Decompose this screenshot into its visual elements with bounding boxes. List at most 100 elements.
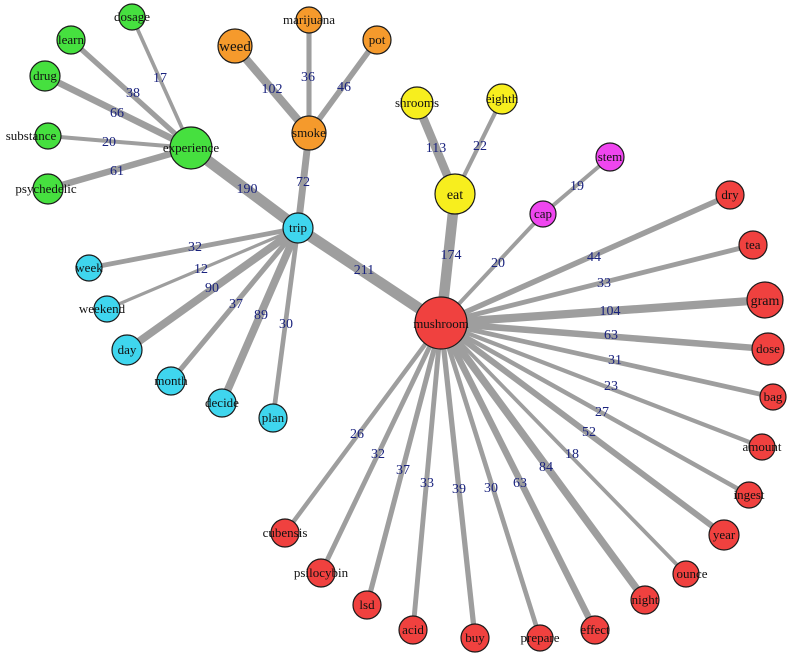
edge-smoke-pot	[306, 37, 380, 136]
edge-experience-dosage	[130, 15, 193, 150]
node-acid	[398, 615, 428, 645]
node-pot	[362, 25, 392, 55]
node-label-week: week	[75, 260, 103, 275]
edge-weight-label-mushroom-ounce: 18	[565, 447, 579, 462]
node-label-experience: experience	[163, 140, 220, 155]
node-weekend	[93, 295, 121, 323]
edge-weight-label-experience-psychedelic: 61	[110, 164, 124, 179]
edge-weight-label-mushroom-gram: 104	[600, 304, 621, 319]
node-label-lsd: lsd	[359, 597, 375, 612]
edge-mushroom-dry	[438, 192, 733, 326]
node-label-dry: dry	[721, 187, 739, 202]
node-ounce	[672, 560, 700, 588]
node-substance	[34, 122, 62, 150]
node-label-weekend: weekend	[79, 301, 126, 316]
edge-trip-day	[123, 224, 302, 354]
edge-weight-label-cap-stem: 19	[570, 179, 584, 194]
edge-experience-drug	[41, 72, 195, 152]
node-night	[630, 585, 660, 615]
node-cubensis	[270, 518, 300, 548]
node-label-year: year	[713, 527, 736, 542]
nodes-layer	[29, 3, 787, 653]
node-label-plan: plan	[262, 410, 285, 425]
edge-weight-label-mushroom-night: 84	[539, 460, 553, 475]
node-label-cap: cap	[534, 206, 552, 221]
node-label-dose: dose	[756, 341, 780, 356]
node-dose	[751, 332, 785, 366]
node-label-ingest: ingest	[733, 487, 764, 502]
edge-weight-label-mushroom-amount: 23	[604, 379, 618, 394]
edge-weight-label-mushroom-buy: 39	[452, 482, 466, 497]
edge-weight-label-experience-learn: 38	[126, 86, 140, 101]
edge-weight-label-trip-plan: 30	[279, 317, 293, 332]
node-label-buy: buy	[465, 630, 485, 645]
node-label-marijuana: marijuana	[283, 12, 335, 27]
edge-weight-label-eat-shrooms: 113	[426, 141, 446, 156]
node-label-eighth: eighth	[486, 91, 519, 106]
edge-mushroom-amount	[438, 320, 765, 450]
edge-weight-label-mushroom-eat: 174	[441, 248, 462, 263]
edge-weight-label-smoke-marijuana: 36	[301, 70, 315, 85]
edge-mushroom-gram	[436, 295, 770, 328]
node-trip	[282, 212, 314, 244]
node-mushroom	[414, 296, 468, 350]
node-effect	[580, 615, 610, 645]
edge-mushroom-psilocybin	[318, 320, 444, 576]
node-tea	[738, 230, 768, 260]
node-gram	[746, 281, 784, 319]
node-label-ounce: ounce	[676, 566, 707, 581]
node-stem	[595, 142, 625, 172]
node-label-psychedelic: psychedelic	[15, 181, 77, 196]
node-dosage	[118, 3, 146, 31]
node-label-month: month	[154, 373, 188, 388]
node-plan	[258, 403, 288, 433]
node-shrooms	[400, 86, 434, 120]
edge-weight-label-experience-dosage: 17	[153, 71, 167, 86]
edge-weight-label-mushroom-dose: 63	[604, 328, 618, 343]
node-label-smoke: smoke	[292, 125, 326, 140]
node-day	[111, 334, 143, 366]
edge-mushroom-ounce	[439, 321, 688, 576]
edge-weight-label-mushroom-lsd: 37	[396, 463, 410, 478]
edge-weight-label-mushroom-effect: 63	[513, 476, 527, 491]
node-label-bag: bag	[764, 389, 783, 404]
node-label-stem: stem	[598, 149, 623, 164]
edge-smoke-weed	[230, 41, 314, 138]
node-cap	[529, 200, 557, 228]
node-label-amount: amount	[743, 439, 782, 454]
edge-experience-psychedelic	[44, 144, 195, 193]
edge-weight-label-mushroom-trip: 211	[354, 263, 374, 278]
node-label-drug: drug	[33, 68, 57, 83]
node-label-effect: effect	[580, 622, 610, 637]
node-label-cubensis: cubensis	[263, 525, 308, 540]
node-labels-layer: mushroomtripexperiencesmokeeatcapstemdos…	[6, 9, 783, 645]
edge-mushroom-trip	[292, 222, 447, 329]
edge-mushroom-prepare	[438, 320, 543, 641]
edge-weight-label-experience-drug: 66	[110, 106, 124, 121]
node-amount	[748, 433, 776, 461]
edge-mushroom-tea	[438, 242, 756, 326]
edge-mushroom-lsd	[364, 320, 444, 608]
edge-trip-plan	[270, 225, 301, 421]
node-label-trip: trip	[289, 220, 307, 235]
edge-mushroom-buy	[438, 320, 478, 641]
edge-experience-substance	[46, 134, 193, 150]
edge-weight-label-mushroom-cap: 20	[491, 256, 505, 271]
edge-mushroom-year	[437, 319, 728, 539]
node-smoke	[291, 115, 327, 151]
edge-weight-label-trip-month: 37	[229, 297, 243, 312]
edge-weight-label-mushroom-acid: 33	[420, 476, 434, 491]
node-label-day: day	[118, 342, 137, 357]
edge-mushroom-night	[437, 319, 649, 604]
edge-weight-label-mushroom-year: 52	[582, 425, 596, 440]
edge-mushroom-cubensis	[282, 320, 444, 536]
edge-weight-label-mushroom-ingest: 27	[595, 405, 609, 420]
node-label-weed: weed	[219, 39, 251, 55]
node-label-learn: learn	[58, 32, 84, 47]
node-label-pot: pot	[369, 32, 386, 47]
edge-weight-label-mushroom-dry: 44	[587, 250, 601, 265]
node-experience	[169, 126, 213, 170]
edge-weight-label-eat-eighth: 22	[473, 139, 487, 154]
node-drug	[29, 60, 61, 92]
